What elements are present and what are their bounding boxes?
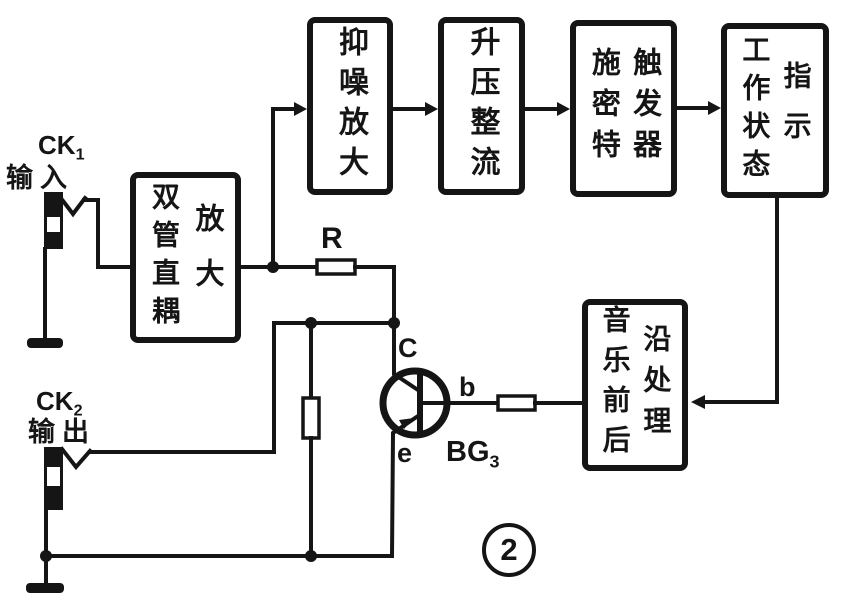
emitter-arrow-icon [399, 418, 414, 429]
ck2-name: CK [36, 386, 74, 416]
ck1-sub: 1 [75, 145, 85, 164]
block-text-col2: 触发器 [628, 47, 661, 170]
arrowhead-into-status [708, 101, 721, 115]
ck2-connector-label: CK2 [36, 386, 83, 421]
arrowhead-into-boost [425, 102, 438, 116]
wire-status-to-music [703, 195, 779, 404]
junction-dot [305, 317, 317, 329]
emitter-label: e [397, 438, 413, 468]
base-label: b [459, 372, 476, 402]
transistor-name: BG [446, 436, 490, 468]
ck2-plug-notch-icon [59, 446, 93, 471]
block-working-status-indicator: 工作状态 指示 [721, 23, 829, 198]
arrowhead-into-schmitt [557, 102, 570, 116]
resistor-label: R [321, 222, 343, 255]
block-text-col1: 双管直耦 [149, 181, 180, 334]
block-text-col1: 施密特 [587, 47, 620, 170]
junction-dot [267, 261, 279, 273]
ck1-caption: 输入 [6, 163, 74, 193]
block-text: 升压整流 [465, 26, 499, 186]
block-music-edge-processor: 音乐前后 沿处理 [582, 299, 688, 471]
figure-number: 2 [500, 532, 518, 567]
block-boost-rectifier: 升压整流 [438, 17, 525, 195]
block-noise-suppression-amplifier: 抑噪放大 [307, 17, 393, 195]
arrowhead-into-noise-amp [294, 102, 307, 116]
block-text-col2: 指示 [780, 60, 812, 161]
transistor-sub: 3 [489, 451, 500, 472]
ground-icon [27, 338, 63, 348]
collector-lead [392, 321, 421, 393]
ck2-jack-gap [47, 467, 60, 486]
block-text-col1: 工作状态 [739, 34, 771, 187]
wire-rail-to-ck2 [88, 321, 396, 454]
ck2-sub: 2 [73, 401, 83, 420]
ck1-jack-icon [44, 192, 63, 249]
resistor-vertical-body [301, 396, 321, 440]
figure-number-badge: 2 [482, 523, 536, 577]
block-text: 抑噪放大 [334, 26, 367, 186]
transistor-bg3-symbol [379, 321, 500, 559]
wire-branch-to-noise-amp [271, 107, 296, 269]
junction-dot [305, 550, 317, 562]
ck1-jack-gap [47, 217, 60, 232]
block-dual-tube-direct-coupled-amplifier: 双管直耦 放大 [130, 172, 241, 343]
ck1-connector-label: CK1 [38, 130, 85, 165]
ck1-plug-notch-icon [57, 194, 88, 218]
block-text-col2: 放大 [191, 202, 223, 313]
ck2-jack-icon [44, 447, 63, 510]
resistor-r-body [315, 258, 357, 276]
collector-label: C [398, 333, 418, 363]
resistor-base-body [496, 394, 537, 412]
block-text-col1: 音乐前后 [599, 305, 631, 465]
wire-ck1-to-amp [82, 198, 132, 269]
block-schmitt-trigger: 施密特 触发器 [570, 20, 677, 197]
ck1-name: CK [38, 130, 76, 160]
ground-icon [26, 583, 64, 593]
junction-dot [40, 550, 52, 562]
transistor-label: BG3 [446, 436, 500, 472]
arrowhead-into-music [691, 395, 705, 409]
junction-dot [388, 317, 400, 329]
wire-r-to-collector-node [353, 265, 396, 325]
block-text-col2: 沿处理 [640, 323, 672, 447]
ck2-caption: 输出 [28, 417, 96, 447]
